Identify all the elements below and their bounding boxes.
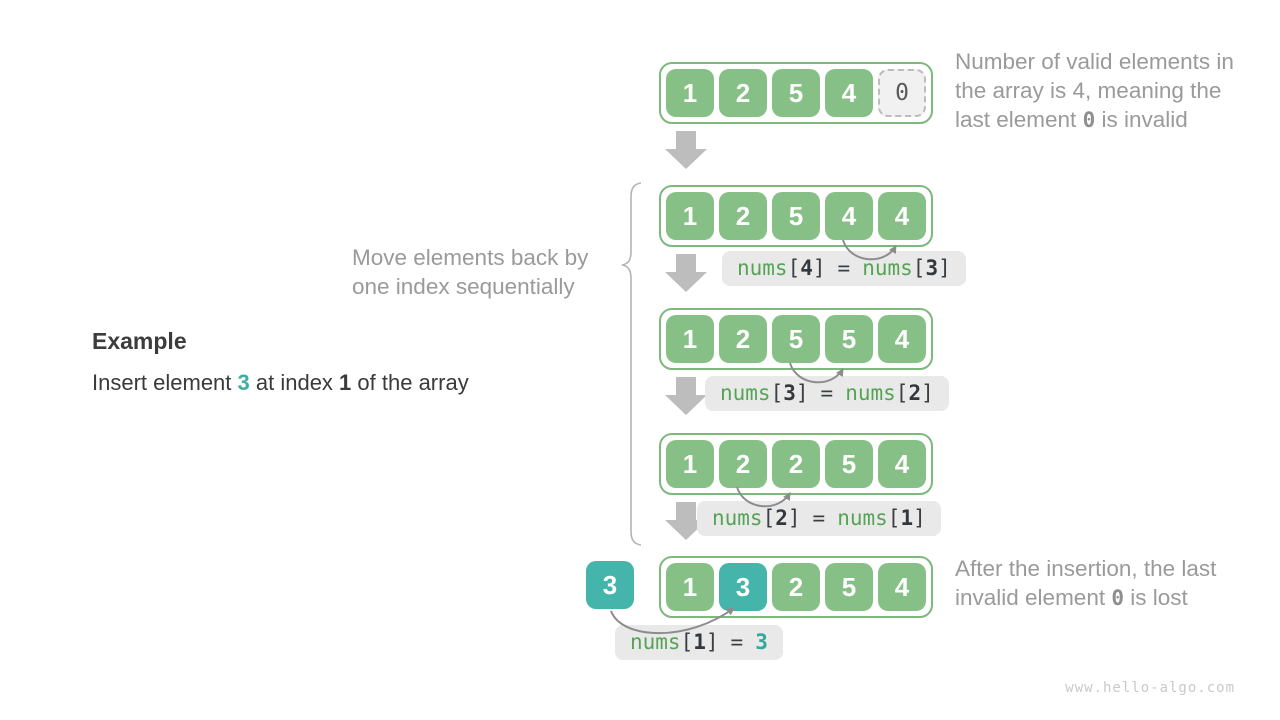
code-index: 1: [900, 506, 914, 530]
code-value: 3: [755, 630, 768, 654]
array-cell: 5: [772, 192, 820, 240]
code-bracket: ]: [913, 506, 926, 530]
zero-code-text: 0: [1082, 108, 1096, 132]
code-equals: =: [730, 630, 744, 654]
code-index: 4: [800, 256, 813, 280]
code-bracket: ]: [705, 630, 719, 654]
example-block: Example Insert element 3 at index 1 of t…: [92, 328, 469, 396]
example-title: Example: [92, 328, 187, 354]
code-fn: nums: [720, 381, 771, 405]
note-top-line3-post: is invalid: [1095, 107, 1188, 132]
array-cell: 1: [666, 69, 714, 117]
down-arrow-icon: [665, 131, 707, 169]
array-row-shift3: 1 2 2 5 4: [659, 433, 933, 495]
array-cell: 4: [878, 315, 926, 363]
array-cell: 4: [878, 440, 926, 488]
array-cell: 5: [825, 315, 873, 363]
code-equals: =: [820, 381, 834, 405]
array-cell: 4: [878, 192, 926, 240]
note-bottom-line2-post: is lost: [1124, 585, 1188, 610]
array-cell: 1: [666, 315, 714, 363]
code-bracket: [: [770, 381, 784, 405]
note-top-line3-pre: last element: [955, 107, 1083, 132]
move-note: Move elements back by one index sequenti…: [352, 243, 588, 301]
move-note-line2: one index sequentially: [352, 274, 575, 299]
assignment-label: nums[2]=nums[1]: [697, 501, 941, 536]
down-arrow-icon: [665, 254, 707, 292]
array-cell: 2: [772, 440, 820, 488]
inserted-value-text: 3: [237, 370, 250, 395]
zero-code-text: 0: [1111, 586, 1124, 610]
array-cell: 5: [772, 69, 820, 117]
array-cell: 4: [825, 192, 873, 240]
code-bracket: ]: [787, 506, 801, 530]
code-fn: nums: [737, 256, 788, 280]
array-cell: 1: [666, 192, 714, 240]
example-text-pre: Insert element: [92, 370, 238, 395]
code-bracket: ]: [812, 256, 826, 280]
array-row-shift1: 1 2 5 4 4: [659, 185, 933, 247]
array-cell: 4: [878, 563, 926, 611]
note-top-line3: last element 0 is invalid: [955, 105, 1234, 135]
note-invalid-element: Number of valid elements in the array is…: [955, 47, 1234, 135]
code-bracket: ]: [938, 256, 951, 280]
code-bracket: ]: [795, 381, 809, 405]
note-top-line2: the array is 4, meaning the: [955, 78, 1222, 103]
note-bottom-line2-pre: invalid element: [955, 585, 1112, 610]
array-row-shift2: 1 2 5 5 4: [659, 308, 933, 370]
code-index: 1: [693, 630, 706, 654]
code-bracket: ]: [921, 381, 934, 405]
example-text-post: of the array: [351, 370, 469, 395]
array-cell: 5: [825, 440, 873, 488]
code-bracket: [: [680, 630, 694, 654]
code-bracket: [: [887, 506, 901, 530]
code-fn: nums: [862, 256, 913, 280]
array-row-result: 1 3 2 5 4: [659, 556, 933, 618]
array-cell: 1: [666, 563, 714, 611]
code-bracket: [: [895, 381, 909, 405]
array-cell: 1: [666, 440, 714, 488]
array-cell: 2: [719, 69, 767, 117]
array-cell: 2: [772, 563, 820, 611]
code-index: 3: [925, 256, 939, 280]
array-cell-invalid: 0: [878, 69, 926, 117]
insert-index-text: 1: [339, 370, 352, 395]
code-fn: nums: [837, 506, 888, 530]
array-cell: 5: [772, 315, 820, 363]
code-bracket: [: [762, 506, 776, 530]
inserted-element-box: 3: [586, 561, 634, 609]
code-fn: nums: [630, 630, 681, 654]
code-index: 2: [775, 506, 788, 530]
assignment-label: nums[4]=nums[3]: [722, 251, 966, 286]
array-cell: 2: [719, 440, 767, 488]
assignment-label: nums[3]=nums[2]: [705, 376, 949, 411]
example-text-mid: at index: [249, 370, 340, 395]
example-description: Insert element 3 at index 1 of the array: [92, 370, 469, 396]
code-fn: nums: [845, 381, 896, 405]
down-arrow-icon: [665, 377, 707, 415]
array-cell: 5: [825, 563, 873, 611]
assignment-label: nums[1] = 3: [615, 625, 783, 660]
note-bottom-line2: invalid element 0 is lost: [955, 583, 1216, 613]
code-fn: nums: [712, 506, 763, 530]
note-after-insertion: After the insertion, the last invalid el…: [955, 554, 1216, 613]
code-index: 3: [783, 381, 796, 405]
array-cell-inserted: 3: [719, 563, 767, 611]
move-note-line1: Move elements back by: [352, 245, 589, 270]
array-cell: 2: [719, 192, 767, 240]
note-top-line1: Number of valid elements in: [955, 49, 1234, 74]
code-equals: =: [837, 256, 851, 280]
brace: [621, 182, 642, 546]
note-bottom-line1: After the insertion, the last: [955, 556, 1217, 581]
code-bracket: [: [787, 256, 801, 280]
array-cell: 4: [825, 69, 873, 117]
code-index: 2: [908, 381, 922, 405]
watermark: www.hello-algo.com: [1065, 680, 1235, 696]
code-bracket: [: [912, 256, 926, 280]
array-row-initial: 1 2 5 4 0: [659, 62, 933, 124]
code-equals: =: [812, 506, 826, 530]
array-cell: 2: [719, 315, 767, 363]
